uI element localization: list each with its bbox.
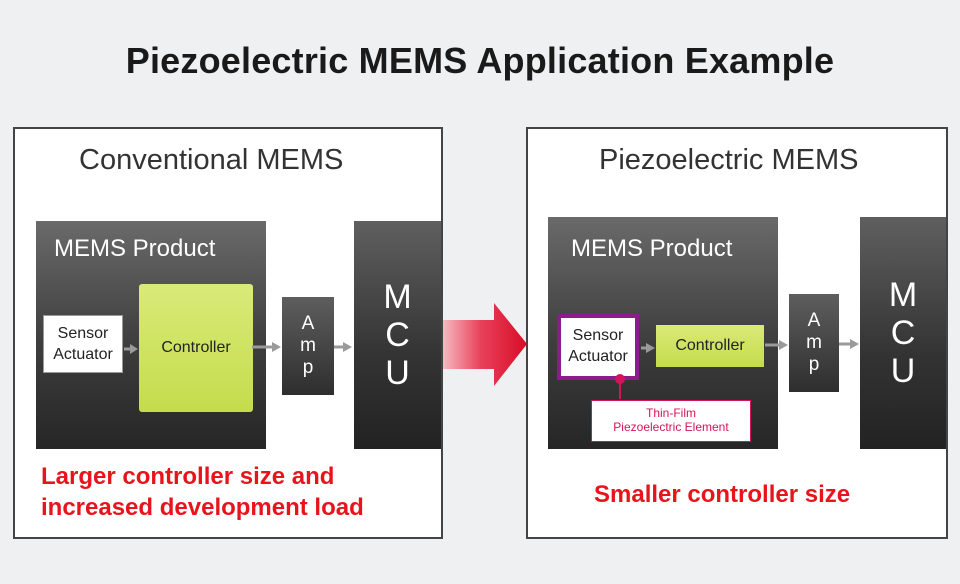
amp-letter-a: A (301, 313, 315, 334)
amp-letter-p: p (302, 357, 314, 378)
small-controller-box: Controller (656, 325, 764, 367)
mcu-letter-u: U (890, 352, 916, 390)
gray-arrow-icon (641, 343, 655, 353)
page-title: Piezoelectric MEMS Application Example (125, 40, 835, 81)
gray-arrow-icon (334, 342, 352, 352)
amp-letter-p: p (808, 354, 820, 375)
conventional-panel-title: Conventional MEMS (79, 144, 344, 176)
mcu-letter-m: M (888, 276, 918, 314)
callout-pin-icon (615, 374, 625, 399)
actuator-label: Actuator (568, 348, 628, 365)
piezoelectric-mems-panel: Piezoelectric MEMS MEMS Product Sensor A… (526, 127, 948, 539)
piezoelectric-panel-title: Piezoelectric MEMS (599, 144, 859, 176)
large-controller-box: Controller (139, 284, 253, 412)
mems-product-label: MEMS Product (54, 235, 216, 262)
gray-arrow-icon (124, 344, 138, 354)
amp-letter-m: m (300, 335, 316, 356)
amp-block: A m p (789, 294, 839, 392)
sensor-actuator-box: Sensor Actuator (557, 314, 639, 380)
gray-arrow-icon (765, 340, 788, 350)
controller-label: Controller (161, 339, 231, 356)
mcu-letter-u: U (385, 354, 410, 392)
sensor-label: Sensor (572, 327, 624, 344)
red-arrow-icon (443, 303, 527, 386)
note-line-2: increased development load (41, 494, 364, 521)
actuator-label: Actuator (53, 346, 113, 363)
mems-product-box: MEMS Product Sensor Actuator Controller (36, 221, 266, 449)
thin-film-piezo-callout: Thin-Film Piezoelectric Element (591, 400, 751, 442)
mcu-block: M C U (354, 221, 441, 449)
mcu-block: M C U (860, 217, 946, 449)
callout-line-2: Piezoelectric Element (613, 420, 729, 434)
gray-arrow-icon (839, 339, 859, 349)
mcu-letter-c: C (385, 316, 410, 354)
amp-block: A m p (282, 297, 334, 395)
mcu-letter-c: C (890, 314, 916, 352)
mems-product-label: MEMS Product (571, 235, 733, 262)
controller-label: Controller (675, 337, 745, 354)
conventional-mems-panel: Conventional MEMS MEMS Product Sensor Ac… (13, 127, 443, 539)
callout-line-1: Thin-Film (646, 406, 696, 420)
sensor-label: Sensor (57, 325, 109, 342)
piezo-benefit-note: Smaller controller size (594, 481, 851, 508)
amp-letter-a: A (807, 310, 821, 331)
sensor-actuator-box: Sensor Actuator (43, 315, 123, 373)
gray-arrow-icon (252, 342, 281, 352)
amp-letter-m: m (806, 332, 822, 353)
conventional-drawback-note: Larger controller size and increased dev… (41, 461, 364, 523)
note-line-1: Larger controller size and (41, 463, 335, 490)
mcu-letter-m: M (383, 278, 412, 316)
